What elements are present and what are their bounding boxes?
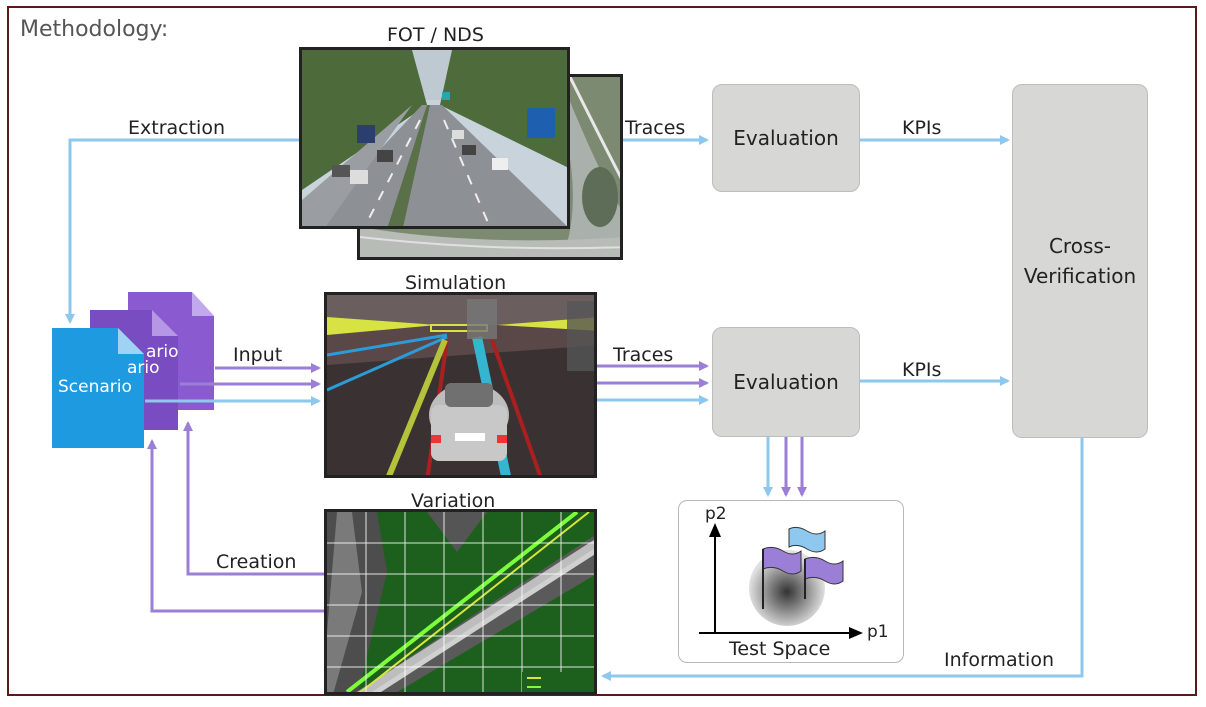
methodology-title: Methodology:	[20, 17, 169, 42]
test-space-panel: p2 p1 Test Space	[678, 500, 904, 663]
variation-map	[324, 509, 597, 695]
fot-nds-title: FOT / NDS	[387, 24, 484, 46]
scenario-front-label: Scenario	[58, 377, 132, 397]
evaluation-middle-box: Evaluation	[712, 327, 860, 437]
kpis-top-label: KPIs	[902, 117, 942, 139]
extraction-label: Extraction	[128, 117, 225, 139]
axis-x-label: p1	[867, 622, 889, 642]
traces-middle-label: Traces	[613, 344, 674, 366]
axis-y-label: p2	[705, 504, 727, 524]
scenario-middle-label: ario	[127, 358, 160, 378]
kpis-middle-label: KPIs	[902, 359, 942, 381]
scenario-back-label: ario	[146, 342, 179, 362]
input-label: Input	[233, 344, 283, 366]
cross-verification-box: Cross-Verification	[1012, 84, 1148, 438]
fot-front-photo	[299, 47, 570, 229]
simulation-screenshot	[324, 292, 597, 478]
evaluation-top-box: Evaluation	[712, 84, 860, 192]
test-space-label: Test Space	[729, 638, 831, 660]
variation-title: Variation	[411, 490, 496, 512]
creation-label: Creation	[216, 551, 297, 573]
information-label: Information	[944, 649, 1054, 671]
traces-top-label: Traces	[625, 117, 686, 139]
simulation-title: Simulation	[405, 272, 507, 294]
scenario-docs	[52, 292, 214, 448]
